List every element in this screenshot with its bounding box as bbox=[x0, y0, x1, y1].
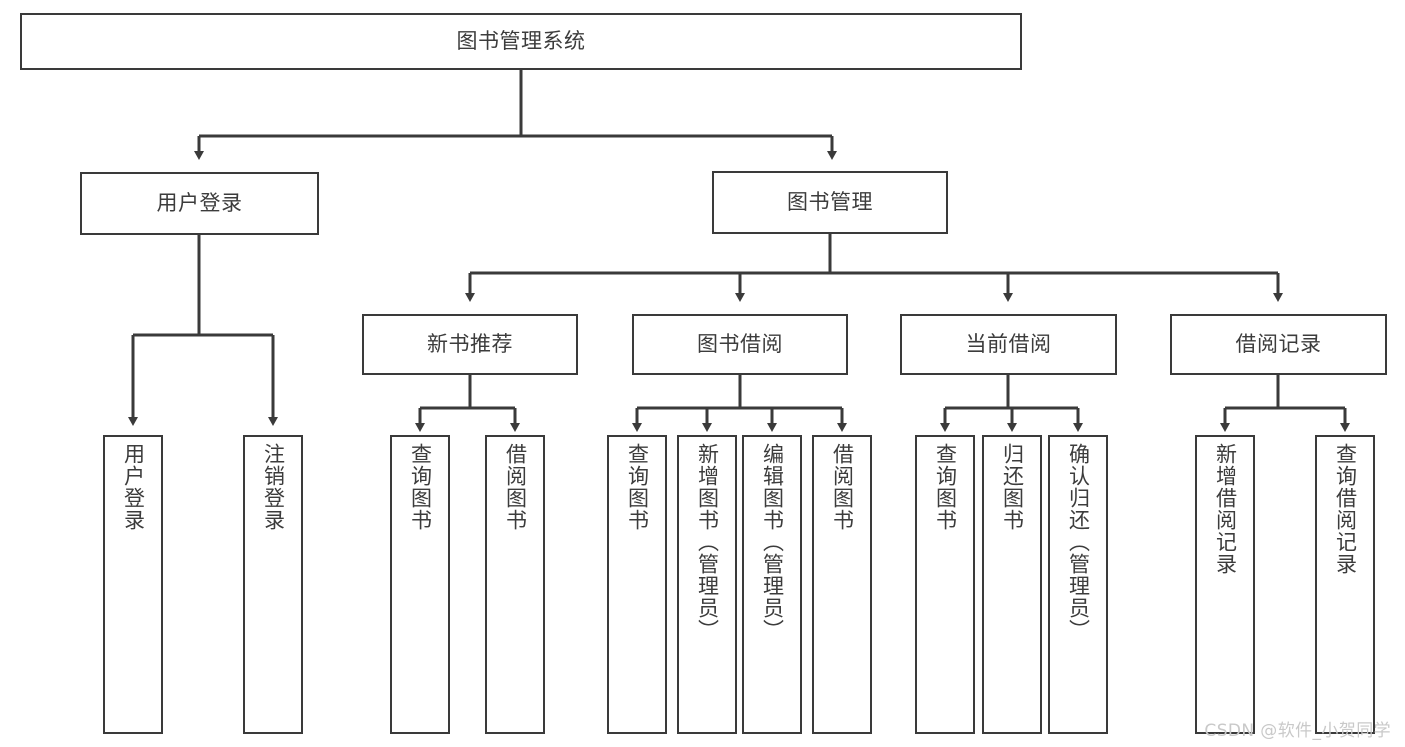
node-book-manage-label: 图书管理 bbox=[787, 189, 873, 214]
node-new-book-rec-label: 新书推荐 bbox=[427, 331, 513, 356]
node-new-book-rec[interactable]: 新书推荐 bbox=[362, 314, 578, 375]
leaf-book-borrow-4-label: 借阅图书 bbox=[830, 443, 855, 531]
leaf-book-borrow-3[interactable]: 编辑图书（管理员） bbox=[742, 435, 802, 734]
node-book-borrow[interactable]: 图书借阅 bbox=[632, 314, 848, 375]
csdn-watermark: CSDN @软件_小贺同学 bbox=[1204, 721, 1391, 741]
node-borrow-record-label: 借阅记录 bbox=[1235, 331, 1322, 356]
leaf-book-borrow-2-label: 新增图书（管理员） bbox=[695, 443, 720, 641]
leaf-borrow-record-1-label: 新增借阅记录 bbox=[1213, 443, 1238, 575]
leaf-current-borrow-3[interactable]: 确认归还（管理员） bbox=[1048, 435, 1108, 734]
node-root[interactable]: 图书管理系统 bbox=[20, 13, 1022, 70]
leaf-current-borrow-3-label: 确认归还（管理员） bbox=[1066, 443, 1091, 641]
leaf-current-borrow-2-label: 归还图书 bbox=[1000, 443, 1025, 531]
leaf-borrow-record-2-label: 查询借阅记录 bbox=[1333, 443, 1358, 575]
node-root-label: 图书管理系统 bbox=[456, 28, 586, 53]
leaf-book-borrow-2[interactable]: 新增图书（管理员） bbox=[677, 435, 737, 734]
leaf-user-login-2[interactable]: 注销登录 bbox=[243, 435, 303, 734]
leaf-book-borrow-1-label: 查询图书 bbox=[625, 443, 650, 531]
leaf-user-login-1[interactable]: 用户登录 bbox=[103, 435, 163, 734]
node-book-borrow-label: 图书借阅 bbox=[697, 331, 783, 356]
node-borrow-record[interactable]: 借阅记录 bbox=[1170, 314, 1387, 375]
node-book-manage[interactable]: 图书管理 bbox=[712, 171, 948, 234]
leaf-borrow-record-1[interactable]: 新增借阅记录 bbox=[1195, 435, 1255, 734]
leaf-current-borrow-2[interactable]: 归还图书 bbox=[982, 435, 1042, 734]
leaf-user-login-1-label: 用户登录 bbox=[121, 443, 146, 531]
leaf-current-borrow-1[interactable]: 查询图书 bbox=[915, 435, 975, 734]
leaf-new-book-rec-2-label: 借阅图书 bbox=[503, 443, 528, 531]
leaf-new-book-rec-2[interactable]: 借阅图书 bbox=[485, 435, 545, 734]
node-current-borrow-label: 当前借阅 bbox=[965, 331, 1052, 356]
leaf-new-book-rec-1[interactable]: 查询图书 bbox=[390, 435, 450, 734]
leaf-new-book-rec-1-label: 查询图书 bbox=[408, 443, 433, 531]
leaf-current-borrow-1-label: 查询图书 bbox=[933, 443, 958, 531]
leaf-borrow-record-2[interactable]: 查询借阅记录 bbox=[1315, 435, 1375, 734]
node-user-login[interactable]: 用户登录 bbox=[80, 172, 319, 235]
node-user-login-label: 用户登录 bbox=[156, 190, 243, 215]
leaf-book-borrow-4[interactable]: 借阅图书 bbox=[812, 435, 872, 734]
leaf-book-borrow-1[interactable]: 查询图书 bbox=[607, 435, 667, 734]
node-current-borrow[interactable]: 当前借阅 bbox=[900, 314, 1117, 375]
leaf-book-borrow-3-label: 编辑图书（管理员） bbox=[760, 443, 785, 641]
leaf-user-login-2-label: 注销登录 bbox=[261, 443, 286, 531]
